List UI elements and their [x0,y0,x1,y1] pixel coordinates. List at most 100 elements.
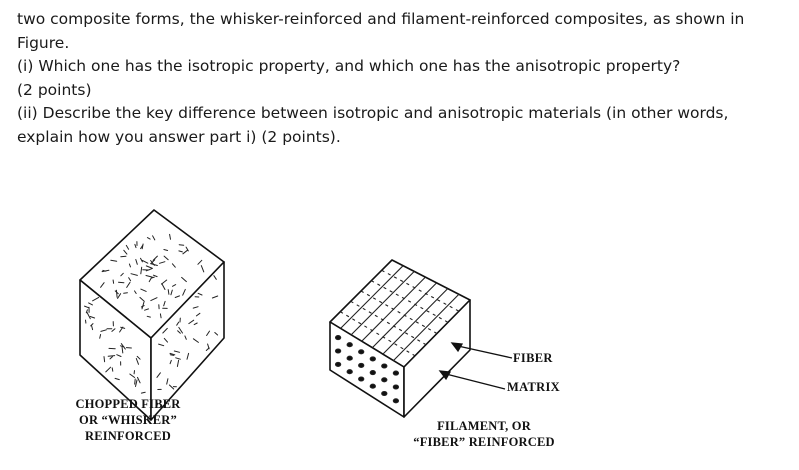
whisker-fiber [134,290,137,294]
whisker-fiber [176,321,180,326]
whisker-block-side-face [150,261,225,421]
fiber-end [346,342,353,348]
whisker-fiber [115,289,118,298]
whisker-fiber [145,268,153,272]
whisker-fiber [114,377,120,381]
whisker-caption: CHOPPED FIBER OR “WHISKER” REINFORCED [48,396,208,444]
whisker-fiber [145,265,153,269]
whisker-fiber [169,354,175,356]
whisker-fiber [137,376,141,384]
whisker-fiber [140,266,143,275]
whisker-caption-line-3: REINFORCED [84,429,172,443]
whisker-fiber [117,293,122,299]
filament-fiber [382,288,449,355]
fiber-end [392,398,400,404]
whisker-fiber [146,315,151,318]
whisker-fiber [184,335,187,340]
fiber-leader-line [457,345,513,359]
filament-caption-line-2: “FIBER” REINFORCED [413,435,555,449]
whisker-fiber [172,284,177,287]
whisker-fiber [107,355,116,357]
whisker-fiber [169,233,171,240]
whisker-fiber [103,356,106,363]
whisker-fiber [146,237,151,240]
whisker-fiber [178,326,183,334]
whisker-fiber [134,378,136,385]
whisker-fiber [120,272,124,277]
whisker-fiber [150,297,158,302]
whisker-fiber [207,343,210,350]
fiber-end [392,370,400,376]
whisker-fiber [171,263,176,268]
filament-caption-line-1: FILAMENT, OR [437,419,531,433]
whisker-fiber [136,355,141,360]
whisker-fiber [140,257,143,263]
whisker-fiber [178,244,185,246]
fiber-end [358,362,365,368]
whisker-fiber [169,359,172,365]
fiber-end [381,377,388,383]
whisker-fiber [144,308,149,311]
whisker-fiber [135,358,139,365]
whisker-fiber [92,296,100,302]
whisker-fiber [150,259,156,265]
whisker-fiber [119,326,124,333]
whisker-fiber [176,359,180,367]
whisker-fiber [128,263,131,268]
whisker-fiber [188,319,195,325]
whisker-fiber [162,327,168,334]
whisker-fiber [161,279,168,285]
whisker-fiber [192,338,199,343]
whisker-fiber [161,283,166,290]
whisker-fiber [89,316,96,319]
whisker-fiber [163,337,168,343]
whisker-fiber [163,255,169,261]
question-part-ii: (ii) Describe the key difference between… [17,104,729,146]
whisker-fiber [145,275,153,278]
whisker-fiber [140,245,144,250]
whisker-fiber [116,354,122,357]
whisker-fiber [206,330,210,336]
whisker-fiber [120,255,127,258]
whisker-fiber [128,277,132,282]
whisker-fiber [90,323,94,327]
whisker-fiber [134,243,137,249]
whisker-caption-line-1: CHOPPED FIBER [75,397,181,411]
whisker-fiber [186,352,190,360]
whisker-fiber [182,249,188,255]
whisker-fiber [91,325,94,331]
fiber-end [358,349,365,355]
whisker-fiber [197,292,203,296]
whisker-fiber [192,306,199,309]
whisker-fiber [135,259,138,265]
filament-caption: FILAMENT, OR “FIBER” REINFORCED [384,418,584,450]
whisker-fiber [185,246,189,252]
fiber-end [334,361,342,367]
whisker-fiber [121,345,124,354]
fiber-end [369,383,376,389]
whisker-fiber [84,305,89,309]
whisker-fiber [214,332,219,336]
filament-fibers [334,265,460,404]
matrix-leader-line [445,373,506,390]
question-part-i: (i) Which one has the isotropic property… [17,57,681,75]
filament-cross-fiber [340,311,416,357]
whisker-fiber [168,384,175,390]
whisker-fiber [100,282,105,288]
fiber-end [358,376,365,382]
whisker-fiber [182,288,186,296]
whisker-fiber [173,350,181,353]
fiber-end [334,348,342,354]
fiber-end [369,370,376,376]
whisker-fiber [126,281,131,288]
whisker-fiber [200,265,205,273]
whisker-fiber [123,249,128,255]
whisker-fiber [197,259,203,265]
whisker-fiber [178,250,183,253]
label-leaders [438,342,513,390]
whisker-fiber [140,288,147,292]
whisker-fiber [141,301,145,310]
whisker-fiber [102,269,107,272]
whisker-fiber [129,373,136,378]
whisker-fiber [125,244,130,250]
